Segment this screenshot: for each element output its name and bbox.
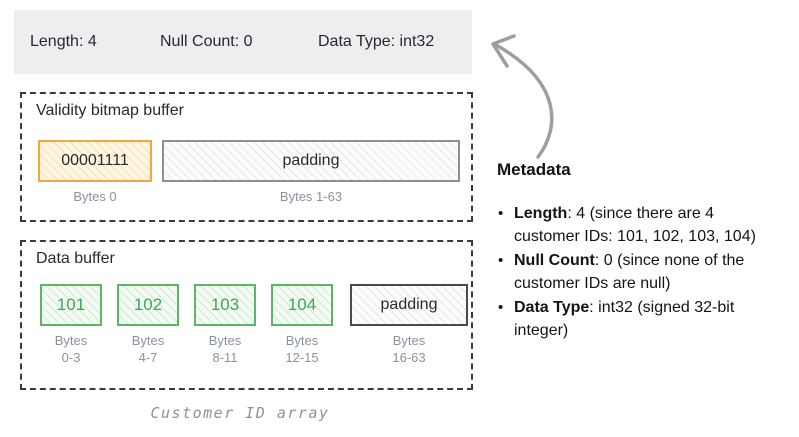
metadata-null-count: Null Count: 0 <box>160 33 253 50</box>
bitmap-byte-cell: 00001111 <box>38 140 152 182</box>
bullet-term: Data Type <box>514 299 590 316</box>
bullet-marker: • <box>498 299 504 316</box>
metadata-length: Length: 4 <box>30 33 97 50</box>
data-cell: 103 <box>194 284 256 326</box>
validity-bitmap-buffer-box: Validity bitmap buffer 00001111 padding … <box>20 92 473 222</box>
metadata-heading: Metadata <box>497 160 571 179</box>
bullet-data-type: • Data Type: int32 (signed 32-bit integer… <box>496 296 766 342</box>
data-bytes-label: Bytes 0-3 <box>54 333 88 365</box>
data-cell: 102 <box>117 284 179 326</box>
metadata-bar: Length: 4 Null Count: 0 Data Type: int32 <box>14 10 472 74</box>
bullet-text: : int32 (signed 32-bit integer) <box>514 299 735 339</box>
data-cell: 101 <box>40 284 102 326</box>
validity-padding-bytes-label: Bytes 1-63 <box>279 189 343 204</box>
data-buffer-box: Data buffer 101 102 103 104 padding Byte… <box>20 240 473 390</box>
data-cell: 104 <box>271 284 333 326</box>
data-bytes-label: Bytes 12-15 <box>285 333 319 365</box>
bullet-marker: • <box>498 252 504 269</box>
validity-padding-cell: padding <box>162 140 460 182</box>
metadata-bullet-list: • Length: 4 (since there are 4 customer I… <box>496 202 774 343</box>
bullet-null-count: • Null Count: 0 (since none of the custom… <box>496 249 766 295</box>
metadata-data-type: Data Type: int32 <box>318 33 435 50</box>
bullet-text: : 4 (since there are 4 customer IDs: 101… <box>514 205 756 245</box>
validity-buffer-title: Validity bitmap buffer <box>36 102 184 119</box>
array-caption: Customer ID array <box>150 404 330 422</box>
data-bytes-label: Bytes 8-11 <box>208 333 242 365</box>
data-padding-cell: padding <box>350 284 468 326</box>
data-bytes-label: Bytes 4-7 <box>131 333 165 365</box>
bullet-marker: • <box>498 205 504 222</box>
bullet-term: Length <box>514 205 568 222</box>
curved-arrow-icon <box>478 24 578 164</box>
bullet-text: : 0 (since none of the customer IDs are … <box>514 252 745 292</box>
bitmap-bytes-label: Bytes 0 <box>73 189 117 204</box>
data-padding-bytes-label: Bytes 16-63 <box>392 333 426 365</box>
data-buffer-title: Data buffer <box>36 250 115 267</box>
bullet-length: • Length: 4 (since there are 4 customer I… <box>496 202 766 248</box>
bullet-term: Null Count <box>514 252 595 269</box>
